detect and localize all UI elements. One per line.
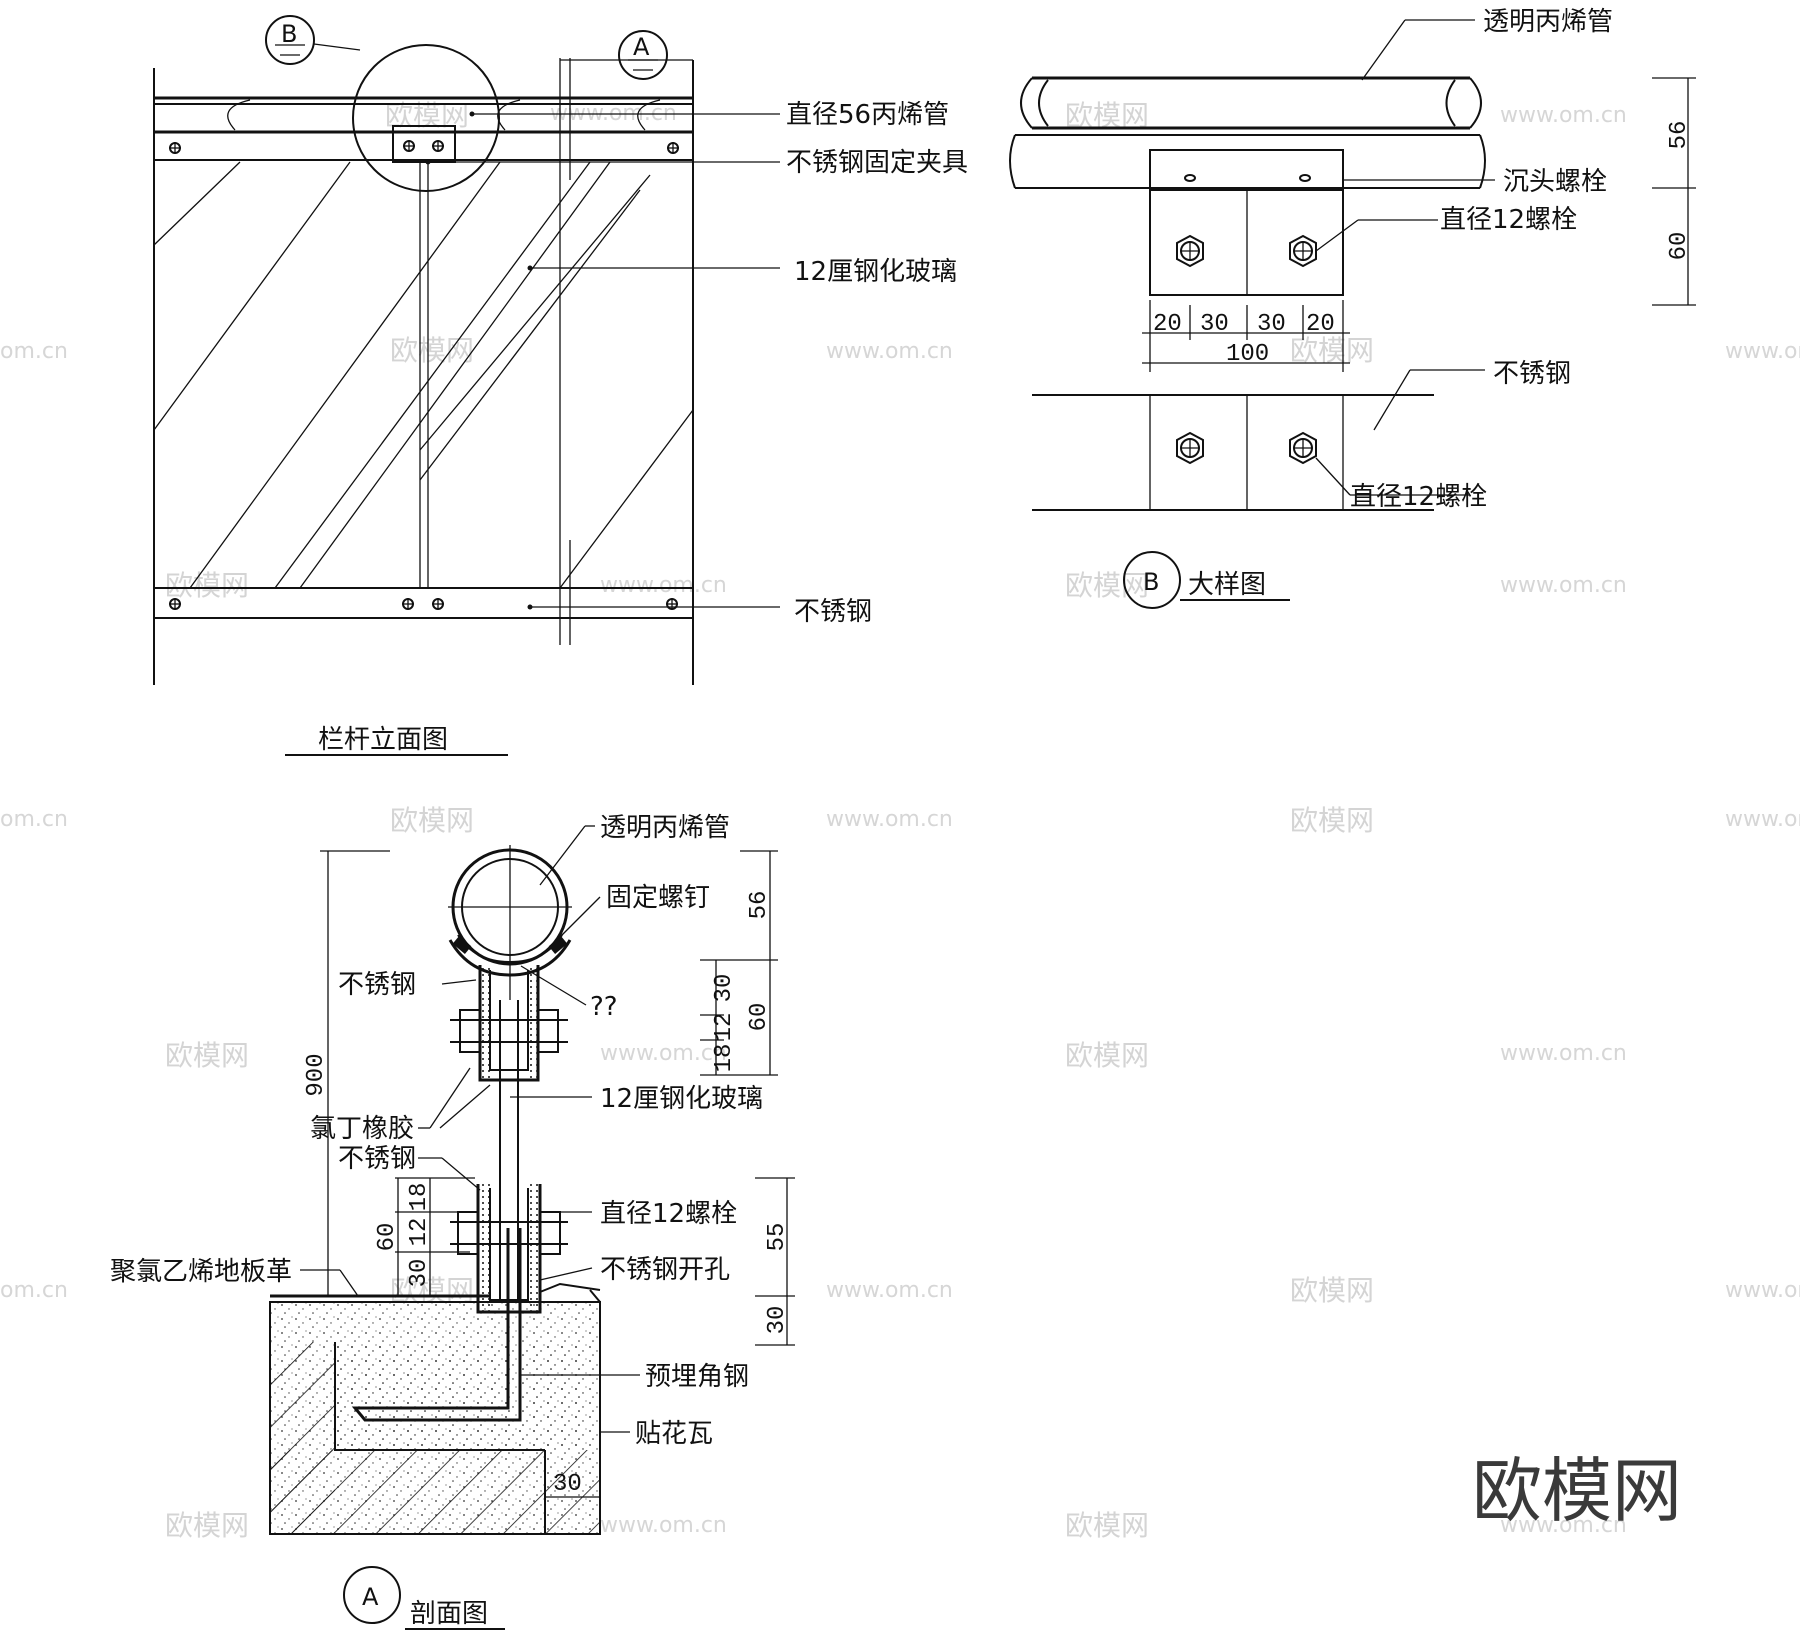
label-steel-top: 不锈钢 — [338, 970, 416, 1000]
svg-text:www.om.cn: www.om.cn — [600, 1513, 727, 1538]
label-detail-pipe: 透明丙烯管 — [1483, 7, 1613, 37]
svg-text:12: 12 — [406, 1218, 433, 1247]
label-floor: 聚氯乙烯地板革 — [110, 1257, 292, 1287]
svg-text:18: 18 — [711, 1044, 738, 1073]
label-section-pipe: 透明丙烯管 — [600, 813, 730, 843]
svg-text:30: 30 — [1257, 311, 1286, 338]
svg-text:100: 100 — [1226, 341, 1269, 368]
svg-text:欧模网: 欧模网 — [1065, 1039, 1149, 1072]
label-screw: 固定螺钉 — [606, 883, 710, 913]
svg-text:欧模网: 欧模网 — [1065, 569, 1149, 602]
svg-text:欧模网: 欧模网 — [165, 569, 249, 602]
svg-text:60: 60 — [746, 1003, 773, 1032]
label-detail-steel: 不锈钢 — [1493, 359, 1571, 389]
tag-a-bubble: A — [618, 30, 668, 80]
label-steel-mid: 不锈钢 — [338, 1144, 416, 1174]
svg-text:900: 900 — [303, 1053, 330, 1096]
watermarks: 欧模网 www.om.cn 欧模网 www.om.cn om.cn 欧模网 ww… — [0, 99, 1800, 1542]
svg-text:56: 56 — [1666, 121, 1693, 150]
label-section-bolt: 直径12螺栓 — [600, 1199, 737, 1229]
label-countersunk: 沉头螺栓 — [1503, 167, 1607, 197]
label-section-glass: 12厘钢化玻璃 — [600, 1084, 763, 1114]
svg-text:欧模网: 欧模网 — [165, 1509, 249, 1542]
svg-text:欧模网: 欧模网 — [1290, 804, 1374, 837]
detail-bolt-hex-bottom-right — [1289, 431, 1317, 465]
svg-text:60: 60 — [374, 1223, 401, 1252]
svg-text:12: 12 — [711, 1013, 738, 1042]
svg-text:www.om.cn: www.om.cn — [826, 339, 953, 364]
svg-text:55: 55 — [764, 1223, 791, 1252]
elevation-bolts — [169, 140, 679, 610]
label-rubber: 氯丁橡胶 — [310, 1114, 414, 1144]
elevation-view: B A 直径56丙烯管 不锈钢固定夹具 12厘钢化玻璃 不锈钢 栏杆立面图 — [153, 15, 968, 756]
label-steel: 不锈钢 — [794, 597, 872, 627]
detail-view: 20 30 30 20 100 56 60 透明丙烯管 沉头螺栓 直径12螺栓 … — [1009, 7, 1696, 609]
svg-text:www.om.cn: www.om.cn — [600, 573, 727, 598]
label-angle: 预埋角钢 — [645, 1362, 749, 1392]
svg-text:A: A — [362, 1583, 379, 1611]
elevation-title: 栏杆立面图 — [318, 725, 448, 755]
svg-text:30: 30 — [1200, 311, 1229, 338]
svg-text:20: 20 — [1153, 311, 1182, 338]
label-tile: 贴花瓦 — [635, 1419, 713, 1449]
svg-text:www.om.cn: www.om.cn — [1500, 103, 1627, 128]
svg-text:www.om.cn: www.om.cn — [1500, 1041, 1627, 1066]
detail-bolt-hex-top-left — [1176, 234, 1204, 268]
label-glass: 12厘钢化玻璃 — [794, 257, 957, 287]
label-clamp: 不锈钢固定夹具 — [786, 148, 968, 178]
detail-title: 大样图 — [1188, 570, 1266, 600]
svg-text:欧模网: 欧模网 — [390, 334, 474, 367]
section-title: 剖面图 — [410, 1599, 488, 1629]
brand-logo: 欧模网 — [1472, 1450, 1682, 1532]
svg-text:30: 30 — [406, 1259, 433, 1288]
label-hole: 不锈钢开孔 — [600, 1255, 730, 1285]
svg-text:欧模网: 欧模网 — [390, 804, 474, 837]
svg-text:30: 30 — [711, 974, 738, 1003]
svg-text:www.om.cn: www.om.cn — [1725, 807, 1800, 832]
svg-text:www.om.cn: www.om.cn — [1500, 1513, 1627, 1538]
svg-text:om.cn: om.cn — [0, 339, 68, 364]
svg-text:30: 30 — [553, 1471, 582, 1498]
svg-text:www.om.cn: www.om.cn — [1725, 339, 1800, 364]
detail-bolt-hex-bottom-left — [1176, 431, 1204, 465]
svg-text:www.om.cn: www.om.cn — [1500, 573, 1627, 598]
svg-text:欧模网: 欧模网 — [1290, 1274, 1374, 1307]
svg-text:www.om.cn: www.om.cn — [826, 807, 953, 832]
svg-text:20: 20 — [1306, 311, 1335, 338]
svg-text:18: 18 — [406, 1183, 433, 1212]
label-bolt-top: 直径12螺栓 — [1440, 205, 1577, 235]
svg-text:B: B — [281, 20, 297, 48]
svg-text:欧模网: 欧模网 — [165, 1039, 249, 1072]
section-view: 900 18 12 60 30 56 60 30 12 18 55 30 30 — [110, 813, 795, 1630]
svg-text:om.cn: om.cn — [0, 807, 68, 832]
detail-bolt-hex-top-right — [1289, 234, 1317, 268]
svg-text:60: 60 — [1666, 232, 1693, 261]
svg-text:欧模网: 欧模网 — [1290, 334, 1374, 367]
label-bolt-bottom: 直径12螺栓 — [1350, 482, 1487, 512]
svg-text:www.om.cn: www.om.cn — [600, 1041, 727, 1066]
svg-text:B: B — [1143, 568, 1159, 596]
svg-text:30: 30 — [764, 1306, 791, 1335]
svg-text:om.cn: om.cn — [0, 1278, 68, 1303]
svg-text:56: 56 — [746, 891, 773, 920]
label-pipe-56: 直径56丙烯管 — [786, 100, 949, 130]
tag-b-bubble: B — [265, 15, 361, 65]
svg-text:A: A — [633, 33, 650, 61]
svg-text:www.om.cn: www.om.cn — [1725, 1278, 1800, 1303]
svg-text:www.om.cn: www.om.cn — [826, 1278, 953, 1303]
label-unknown: ?? — [590, 992, 618, 1022]
svg-text:欧模网: 欧模网 — [1065, 1509, 1149, 1542]
